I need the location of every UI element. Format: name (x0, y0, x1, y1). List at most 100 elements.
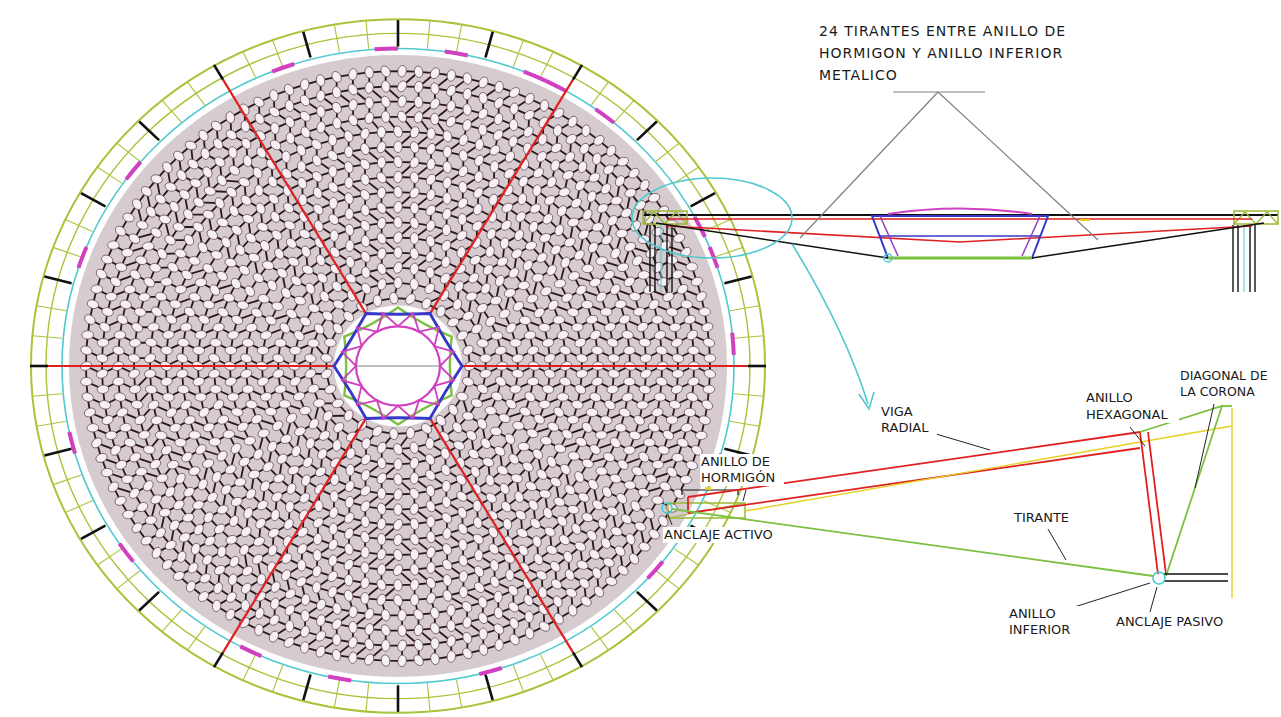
mesh-opening (115, 406, 129, 419)
mesh-opening (615, 229, 627, 239)
mesh-opening (687, 346, 699, 355)
mesh-opening (344, 496, 355, 509)
mesh-opening (638, 178, 651, 192)
mesh-opening (330, 230, 339, 242)
support-mark (545, 81, 566, 91)
mesh-opening (393, 201, 404, 214)
mesh-opening (647, 527, 661, 541)
band-segment (187, 627, 204, 650)
band-segment (80, 525, 106, 539)
mesh-opening (484, 245, 495, 258)
mesh-opening (178, 531, 192, 544)
mesh-opening (599, 536, 612, 550)
band-segment (690, 193, 716, 207)
mesh-opening (397, 609, 407, 621)
mesh-opening (582, 264, 594, 273)
mesh-opening (608, 282, 622, 296)
mesh-opening (478, 124, 487, 136)
mesh-opening (101, 306, 114, 317)
mesh-opening (539, 99, 549, 112)
mesh-opening (525, 611, 534, 623)
mesh-opening (442, 130, 453, 144)
mesh-opening (455, 489, 469, 503)
mesh-opening (283, 115, 296, 129)
mesh-opening (239, 525, 253, 539)
mesh-opening (128, 353, 141, 363)
mesh-opening (491, 128, 505, 142)
mesh-opening (455, 229, 469, 243)
mesh-opening (523, 92, 536, 106)
mesh-opening (458, 539, 468, 551)
mesh-opening (657, 444, 671, 455)
band-segment (32, 336, 62, 338)
mesh-opening (392, 548, 404, 562)
mesh-opening (343, 479, 356, 493)
mesh-opening (271, 301, 284, 312)
mesh-opening (211, 137, 224, 151)
mesh-opening (610, 195, 623, 205)
support-mark (69, 432, 75, 454)
mesh-opening (324, 338, 336, 347)
mesh-opening (201, 457, 215, 469)
mesh-opening (652, 460, 664, 469)
mesh-opening (564, 132, 578, 146)
mesh-opening (376, 563, 386, 576)
mesh-opening (257, 346, 269, 354)
column-axis (1244, 225, 1245, 292)
mesh-opening (342, 409, 354, 423)
mesh-opening (446, 620, 456, 633)
radial-beam (462, 365, 748, 367)
mesh-opening (269, 580, 282, 594)
mesh-opening (101, 414, 115, 427)
mesh-opening (194, 330, 207, 341)
mesh-opening (312, 186, 324, 200)
mesh-opening (518, 281, 530, 290)
mesh-opening (629, 499, 642, 513)
mesh-opening (555, 514, 569, 528)
mesh-opening (332, 117, 342, 130)
mesh-opening (266, 543, 278, 557)
mesh-opening (503, 432, 517, 446)
mesh-opening (268, 138, 282, 152)
mesh-opening (552, 595, 564, 609)
mesh-opening (441, 589, 453, 603)
mesh-opening (600, 485, 613, 499)
mesh-opening (364, 111, 375, 124)
mesh-opening (261, 460, 275, 474)
mesh-opening (293, 425, 307, 438)
mesh-opening (532, 306, 546, 320)
mesh-opening (326, 569, 340, 583)
mesh-opening (310, 137, 324, 151)
mesh-opening (212, 600, 222, 613)
mesh-opening (381, 111, 391, 123)
band-segment (540, 655, 553, 681)
mesh-opening (518, 442, 530, 451)
mesh-opening (330, 279, 344, 293)
tie-anchor-mark (214, 652, 223, 667)
mesh-opening (327, 538, 340, 552)
mesh-opening (227, 392, 239, 401)
mesh-opening (375, 231, 388, 245)
mesh-opening (363, 607, 376, 621)
mesh-opening (553, 223, 565, 237)
mesh-opening (485, 227, 498, 241)
mesh-opening (438, 271, 452, 285)
mesh-opening (183, 305, 197, 318)
mesh-opening (328, 506, 340, 520)
mesh-opening (143, 352, 157, 365)
mesh-opening (184, 140, 198, 152)
mesh-opening (652, 495, 664, 505)
mesh-opening (376, 502, 387, 515)
mesh-opening (332, 634, 340, 646)
mesh-opening (585, 314, 598, 325)
mesh-opening (489, 575, 501, 589)
mesh-opening (572, 248, 586, 262)
mesh-opening (344, 223, 355, 236)
tie-anchor-mark (397, 20, 400, 46)
mesh-opening (342, 309, 356, 323)
mesh-opening (619, 512, 633, 526)
mesh-opening (299, 625, 311, 639)
mesh-opening (655, 345, 669, 357)
mesh-opening (163, 485, 177, 499)
